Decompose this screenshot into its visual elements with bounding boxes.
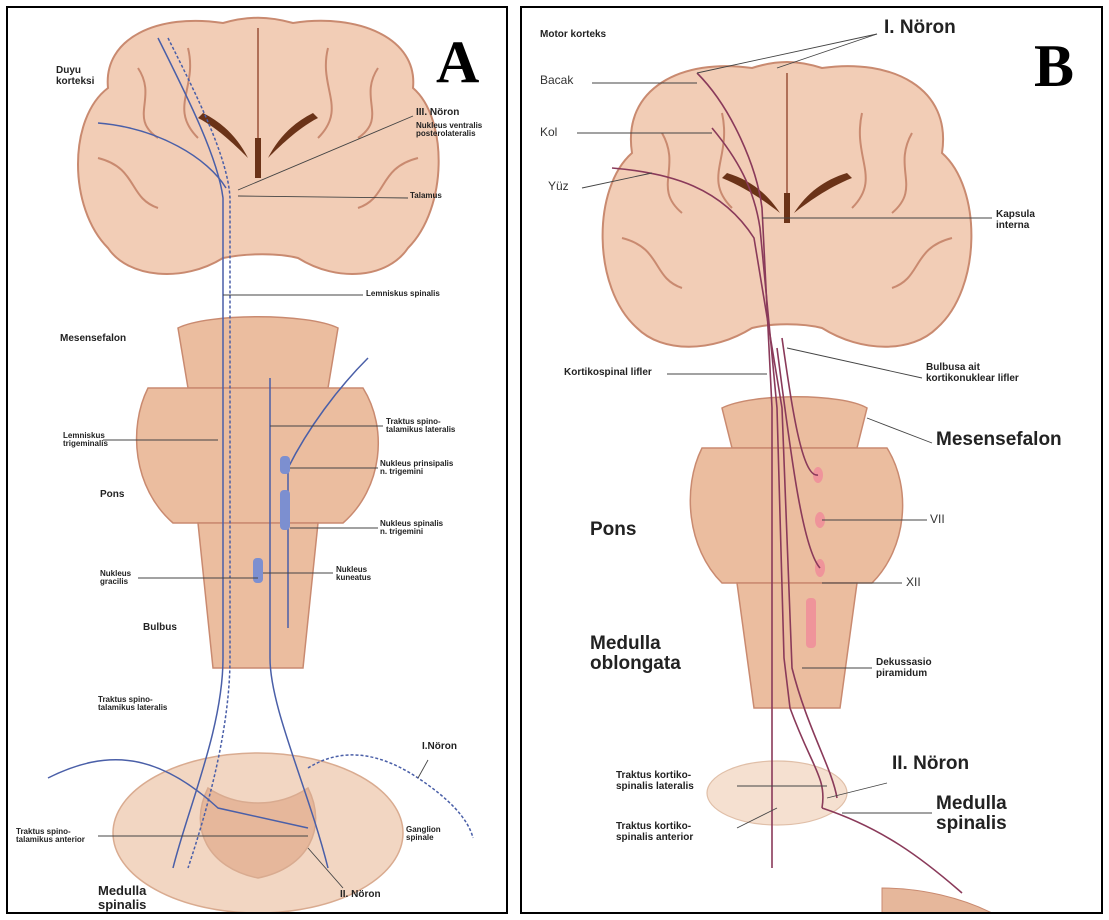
label-ganglion-spinale: Ganglion spinale xyxy=(406,826,441,843)
label-nukleus-ventralis: Nukleus ventralis posterolateralis xyxy=(416,122,482,139)
label-mesensefalon-b: Mesensefalon xyxy=(936,430,1062,450)
panel-b-motor-pathway: B Motor korteks I. Nöron Bacak Kol Yüz K… xyxy=(520,6,1103,914)
panel-b-spinal-cord xyxy=(707,761,847,825)
panel-b-muscle xyxy=(882,888,992,913)
label-vii: VII xyxy=(930,513,945,526)
label-traktus-kortikospinalis-lateralis: Traktus kortiko- spinalis lateralis xyxy=(616,771,694,792)
label-traktus-spinotalamikus-lateralis: Traktus spino- talamikus lateralis xyxy=(386,418,455,435)
label-pons: Pons xyxy=(100,490,124,501)
label-bulbus: Bulbus xyxy=(143,623,177,634)
panel-b-brainstem xyxy=(690,397,902,708)
label-pons-b: Pons xyxy=(590,520,636,540)
panel-a-sensory-pathway: A Duyu korteksi III. Nöron Nukleus ventr… xyxy=(6,6,508,914)
label-kortikospinal-lifler: Kortikospinal lifler xyxy=(564,368,652,379)
label-ii-noron: II. Nöron xyxy=(340,890,381,901)
label-nukleus-prinsipalis: Nukleus prinsipalis n. trigemini xyxy=(380,460,453,477)
label-iii-noron: III. Nöron xyxy=(416,108,459,119)
label-lemniskus-spinalis: Lemniskus spinalis xyxy=(366,290,440,298)
label-motor-korteks: Motor korteks xyxy=(540,30,606,41)
label-xii: XII xyxy=(906,576,921,589)
label-bacak: Bacak xyxy=(540,74,573,87)
label-dekussasio-piramidum: Dekussasio piramidum xyxy=(876,658,932,679)
label-ii-noron-b: II. Nöron xyxy=(892,754,969,774)
label-nukleus-gracilis: Nukleus gracilis xyxy=(100,570,131,587)
label-duyu-korteksi: Duyu korteksi xyxy=(56,66,94,87)
label-mesensefalon: Mesensefalon xyxy=(60,334,126,345)
label-kol: Kol xyxy=(540,126,557,139)
label-traktus-kortikospinalis-anterior: Traktus kortiko- spinalis anterior xyxy=(616,822,693,843)
label-kapsula-interna: Kapsula interna xyxy=(996,210,1035,231)
panel-a-letter: A xyxy=(436,28,479,97)
label-bulbusa-ait: Bulbusa ait kortikonuklear lifler xyxy=(926,363,1019,384)
label-nukleus-kuneatus: Nukleus kuneatus xyxy=(336,566,371,583)
label-medulla-spinalis-b: Medulla spinalis xyxy=(936,794,1007,834)
label-traktus-spinotalamikus-lateralis-2: Traktus spino- talamikus lateralis xyxy=(98,696,167,713)
label-traktus-spinotalamikus-anterior: Traktus spino- talamikus anterior xyxy=(16,828,85,845)
panel-b-illustration xyxy=(522,8,1103,914)
label-i-noron-b: I. Nöron xyxy=(884,18,956,38)
label-medulla-spinalis: Medulla spinalis xyxy=(98,884,146,911)
label-medulla-oblongata: Medulla oblongata xyxy=(590,634,681,674)
label-lemniskus-trigeminalis: Lemniskus trigeminalis xyxy=(63,432,108,449)
label-i-noron: I.Nöron xyxy=(422,742,457,753)
label-nukleus-spinalis: Nukleus spinalis n. trigemini xyxy=(380,520,443,537)
panel-a-brainstem xyxy=(137,317,379,668)
panel-b-letter: B xyxy=(1034,32,1074,101)
label-yuz: Yüz xyxy=(548,180,569,193)
label-talamus: Talamus xyxy=(410,192,442,200)
